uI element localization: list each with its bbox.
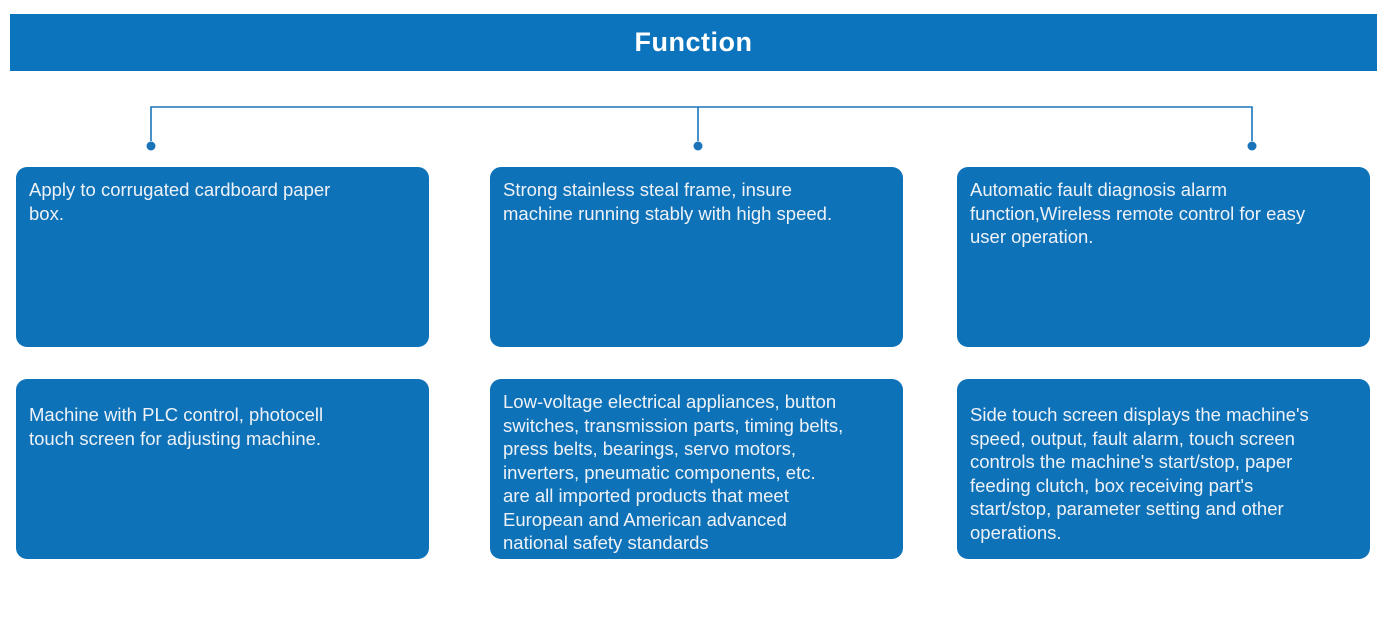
connector-dot [146,141,156,151]
function-card-corrugated: Apply to corrugated cardboard paper box. [16,167,429,347]
function-card-frame: Strong stainless steal frame, insure mac… [490,167,903,347]
connector-dot [693,141,703,151]
connector-bracket [150,106,1253,141]
connector-dot [1247,141,1257,151]
function-card-plc-control: Machine with PLC control, photocell touc… [16,379,429,559]
function-card-components: Low-voltage electrical appliances, butto… [490,379,903,559]
function-card-fault-alarm: Automatic fault diagnosis alarm function… [957,167,1370,347]
page-title: Function [10,14,1377,71]
function-card-touch-screen: Side touch screen displays the machine's… [957,379,1370,559]
